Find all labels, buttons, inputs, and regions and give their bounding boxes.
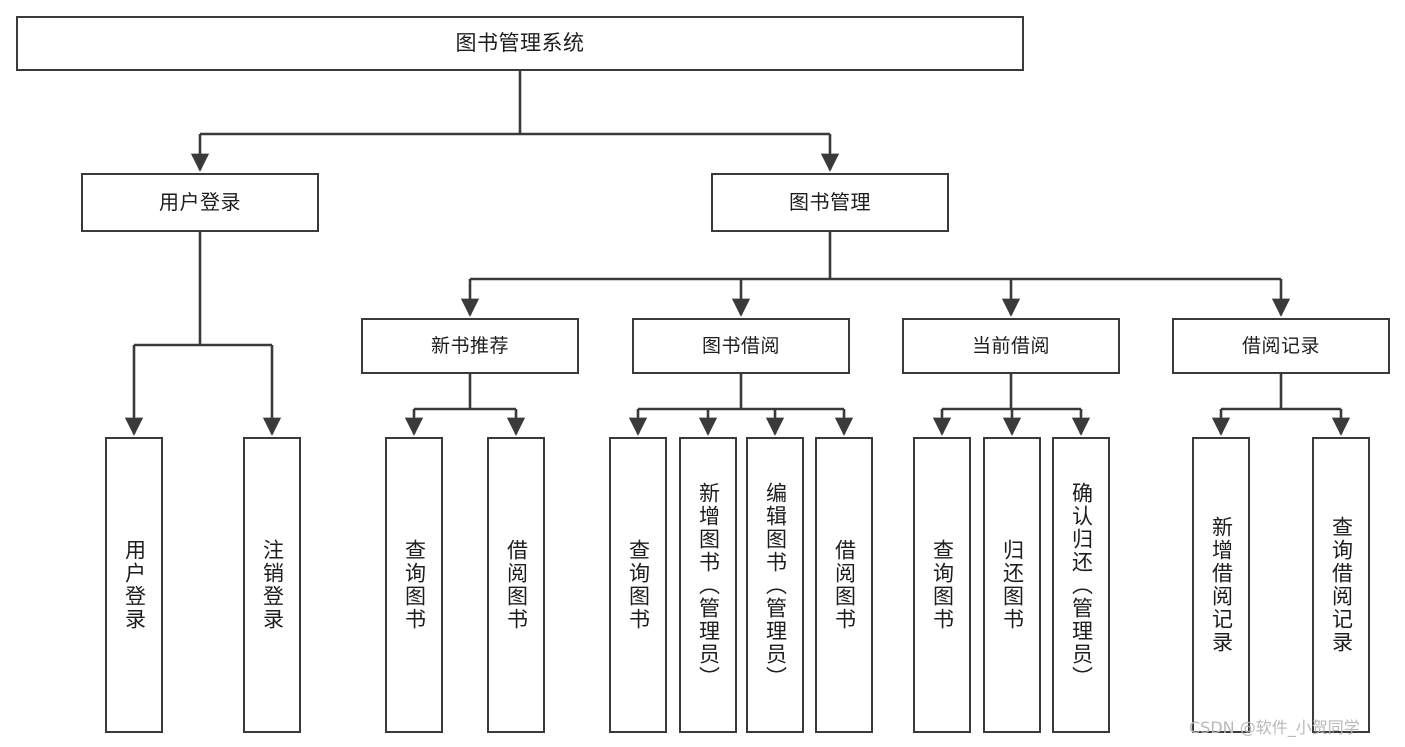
node-label: 用户登录	[122, 539, 147, 631]
node-book-mgmt[interactable]: 图书管理	[711, 173, 949, 232]
node-label: 借阅记录	[1241, 334, 1320, 357]
node-leaf-4[interactable]: 借阅图书	[487, 437, 545, 733]
node-user-login[interactable]: 用户登录	[81, 173, 319, 232]
node-leaf-6[interactable]: 新增图书（管理员）	[679, 437, 737, 733]
node-label: 查询借阅记录	[1329, 516, 1354, 654]
node-label: 查询图书	[930, 539, 955, 631]
node-label: 编辑图书（管理员）	[763, 481, 788, 689]
node-label: 归还图书	[1000, 539, 1025, 631]
node-leaf-11[interactable]: 确认归还（管理员）	[1052, 437, 1110, 733]
node-label: 新增借阅记录	[1209, 516, 1234, 654]
node-leaf-3[interactable]: 查询图书	[385, 437, 443, 733]
node-label: 查询图书	[402, 539, 427, 631]
node-label: 图书管理系统	[455, 31, 585, 56]
node-label: 借阅图书	[832, 539, 857, 631]
node-label: 新增图书（管理员）	[696, 481, 721, 689]
node-label: 当前借阅	[971, 334, 1050, 357]
node-label: 注销登录	[260, 539, 285, 631]
node-leaf-9[interactable]: 查询图书	[913, 437, 971, 733]
node-label: 借阅图书	[504, 539, 529, 631]
node-label: 用户登录	[159, 189, 241, 214]
node-leaf-13[interactable]: 查询借阅记录	[1312, 437, 1370, 733]
node-new-books[interactable]: 新书推荐	[361, 318, 579, 374]
node-leaf-10[interactable]: 归还图书	[983, 437, 1041, 733]
node-label: 图书管理	[789, 189, 871, 214]
node-leaf-7[interactable]: 编辑图书（管理员）	[746, 437, 804, 733]
node-leaf-8[interactable]: 借阅图书	[815, 437, 873, 733]
node-leaf-1[interactable]: 用户登录	[105, 437, 163, 733]
csdn-watermark: CSDN @软件_小贺同学	[1189, 718, 1360, 737]
node-current[interactable]: 当前借阅	[902, 318, 1120, 374]
node-label: 确认归还（管理员）	[1069, 481, 1094, 689]
node-leaf-2[interactable]: 注销登录	[243, 437, 301, 733]
node-label: 图书借阅	[701, 334, 780, 357]
node-leaf-5[interactable]: 查询图书	[609, 437, 667, 733]
node-borrow[interactable]: 图书借阅	[632, 318, 850, 374]
node-label: 查询图书	[626, 539, 651, 631]
node-label: 新书推荐	[430, 334, 509, 357]
node-records[interactable]: 借阅记录	[1172, 318, 1390, 374]
node-root[interactable]: 图书管理系统	[16, 16, 1024, 71]
node-leaf-12[interactable]: 新增借阅记录	[1192, 437, 1250, 733]
